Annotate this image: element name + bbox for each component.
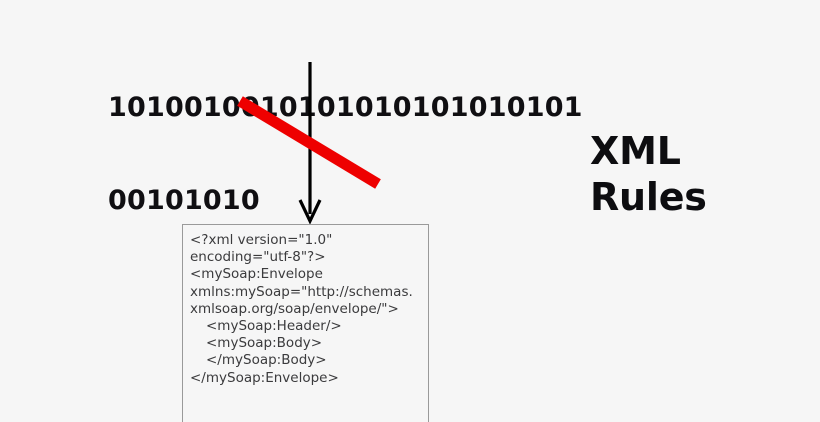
xml-line: </mySoap:Envelope> <box>190 369 339 386</box>
xml-rules-heading: XML Rules <box>590 128 707 220</box>
binary-line-2: 00101010 <box>108 185 260 216</box>
xml-line: <?xml version="1.0" <box>190 232 333 248</box>
binary-line-1: 1010010010101010101010101 <box>108 92 583 123</box>
xml-line: encoding="utf-8"?> <box>190 249 326 266</box>
xml-line: xmlns:mySoap="http://schemas. <box>190 283 413 300</box>
heading-line-1: XML <box>590 129 681 173</box>
xml-line: xmlsoap.org/soap/envelope/"> <box>190 300 399 317</box>
xml-document-box: <?xml version="1.0" encoding="utf-8"?> <… <box>182 224 429 422</box>
heading-line-2: Rules <box>590 175 707 219</box>
xml-line: <mySoap:Header/> <box>206 318 342 335</box>
xml-line: </mySoap:Body> <box>206 352 327 369</box>
xml-line: <mySoap:Body> <box>206 335 323 352</box>
xml-line: <mySoap:Envelope <box>190 266 323 283</box>
